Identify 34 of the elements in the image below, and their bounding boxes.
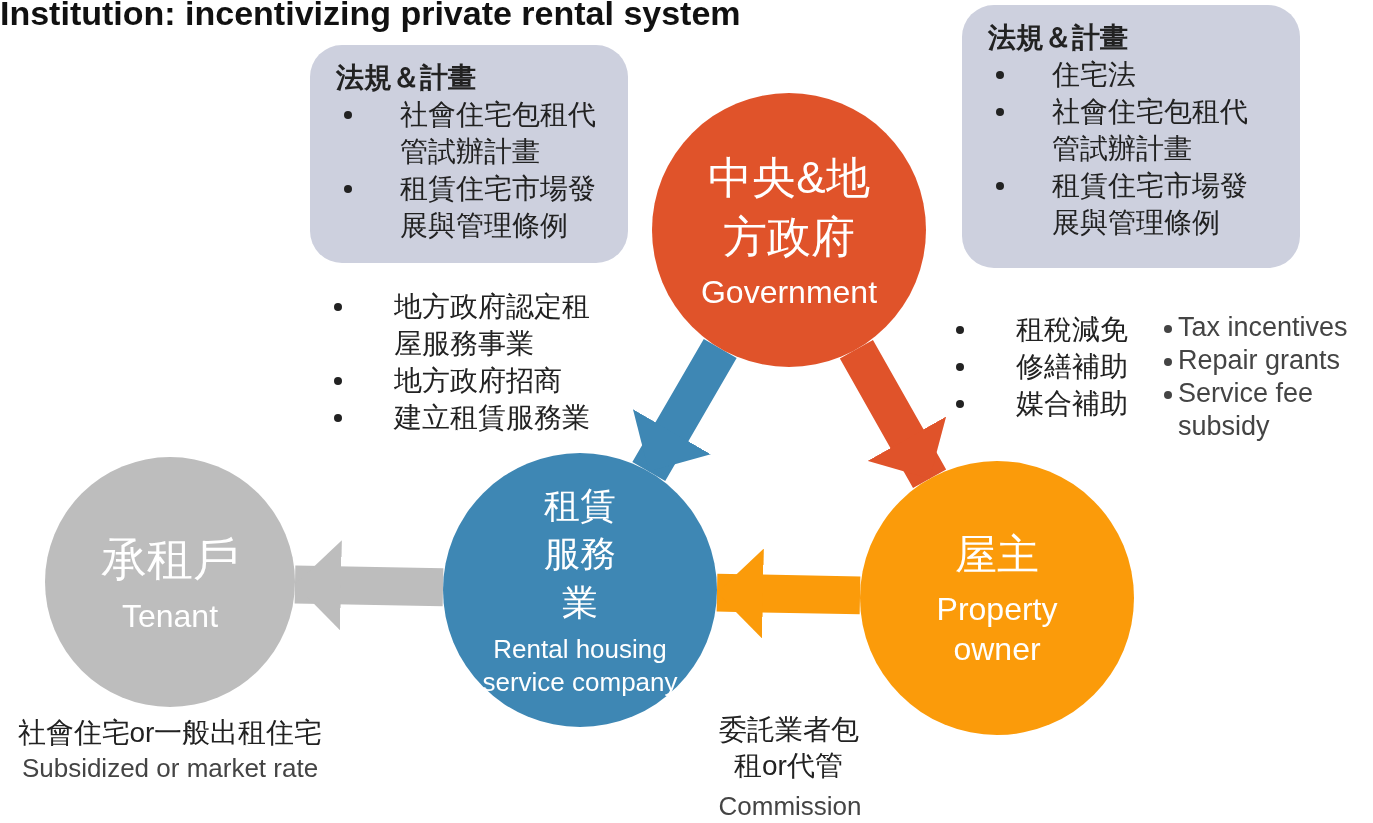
bullet-text: Repair grants xyxy=(1178,344,1341,377)
block-arrow xyxy=(632,338,737,482)
bullet-text: 租稅減免 xyxy=(1016,313,1128,347)
bullet-text: 媒合補助 xyxy=(1016,387,1128,421)
circle-subtitle: Tenant xyxy=(121,597,219,637)
bullet-text: 地方政府招商 xyxy=(394,364,562,398)
circle-subtitle: Rental housing service company xyxy=(481,633,679,699)
bullet-text: Tax incentives xyxy=(1178,311,1348,344)
bullet-text: Service fee subsidy xyxy=(1178,377,1315,443)
circle-title: 租賃服務業 xyxy=(543,483,617,625)
circle-title: 中央&地方政府 xyxy=(707,151,871,263)
bullet-text: 租賃住宅市場發展與管理條例 xyxy=(1052,169,1249,240)
bullet-text: 建立租賃服務業 xyxy=(394,401,590,435)
note-text: Commission xyxy=(717,790,863,823)
circle-title: 屋主 xyxy=(955,529,1039,580)
bullet-text: 社會住宅包租代管試辦計畫 xyxy=(1052,95,1249,166)
block-arrow xyxy=(294,540,444,631)
block-arrow xyxy=(716,548,861,639)
info-box xyxy=(962,5,1300,268)
bullet-text: 社會住宅包租代管試辦計畫 xyxy=(400,98,597,169)
info-box xyxy=(310,45,628,263)
block-arrow xyxy=(839,339,947,489)
box-heading: 法規＆計畫 xyxy=(988,21,1129,55)
title: Institution: incentivizing private rental system xyxy=(0,0,741,33)
bullet-text: 租賃住宅市場發展與管理條例 xyxy=(400,172,597,243)
caption-text: 社會住宅or一般出租住宅 xyxy=(16,716,324,750)
bullet-text: 住宅法 xyxy=(1052,58,1136,92)
box-heading: 法規＆計畫 xyxy=(336,61,477,95)
circle-subtitle: Government xyxy=(700,273,878,313)
bullet-text: 修繕補助 xyxy=(1016,350,1128,384)
bullet-text: 地方政府認定租屋服務事業 xyxy=(394,290,591,361)
circle-title: 承租戶 xyxy=(101,531,239,587)
circle-subtitle: Property owner xyxy=(935,590,1059,670)
caption-subtext: Subsidized or market rate xyxy=(20,752,320,785)
